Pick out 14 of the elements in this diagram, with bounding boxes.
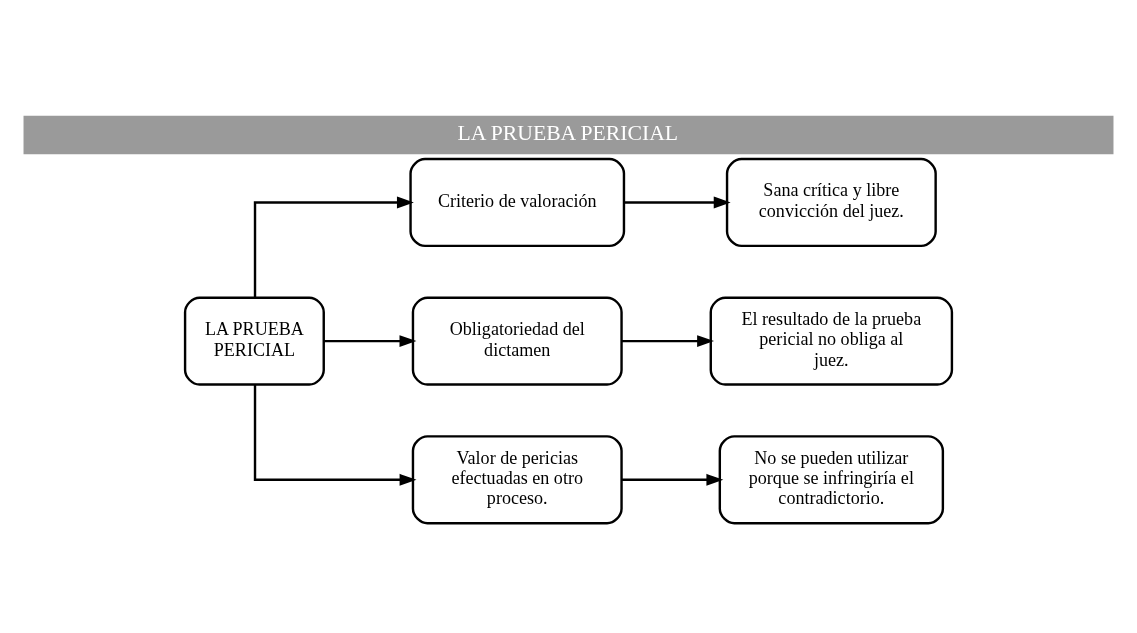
node-box: Sana crítica y libre convicción del juez. <box>725 157 937 247</box>
node-box: El resultado de la prueba pericial no obliga al juez. <box>709 296 954 386</box>
arrow <box>621 473 724 486</box>
node-box: LA PRUEBA PERICIAL <box>183 296 325 386</box>
arrow <box>621 334 715 347</box>
node-box: Obligatoriedad del dictamen <box>411 296 623 386</box>
arrow <box>624 196 731 208</box>
node-box: Valor de pericias efectuadas en otro proceso. <box>411 434 623 524</box>
node-box: Criterio de valoración <box>409 157 626 247</box>
arrow <box>323 334 417 347</box>
arrow <box>253 196 414 298</box>
arrow <box>253 384 417 486</box>
node-box: No se pueden utilizar porque se infringiría el contradictorio. <box>718 434 945 524</box>
diagram-title: LA PRUEBA PERICIAL <box>457 120 679 145</box>
